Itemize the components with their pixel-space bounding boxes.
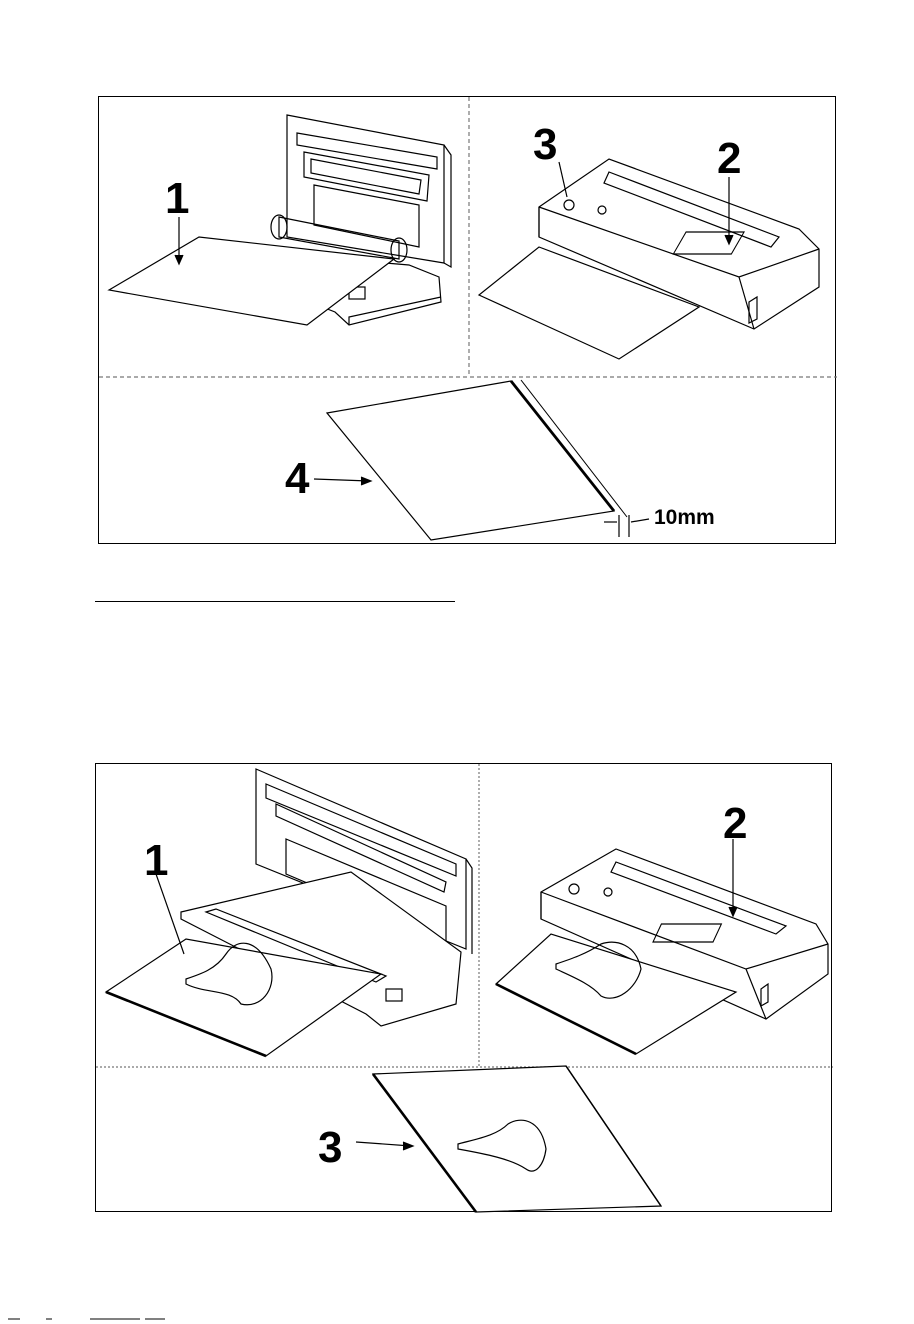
bag-with-seal-drawing: [327, 380, 629, 540]
callout-number-2: 2: [717, 137, 741, 181]
callout-3-arrow-fig2: [356, 1142, 411, 1146]
callout-number-2: 2: [723, 802, 747, 846]
sealer-closed-drawing: [479, 159, 819, 359]
sealer-closed-with-bag-drawing: [496, 849, 828, 1054]
dimension-arrow-right: [631, 519, 649, 522]
callout-number-4: 4: [285, 457, 309, 501]
footer-scan-marks: [0, 1318, 180, 1324]
callout-4-arrow: [314, 479, 369, 481]
figure-1-bag-from-roll: 1 2 3 4 10mm: [98, 96, 836, 544]
dimension-label: 10mm: [654, 507, 715, 528]
callout-1-line-fig2: [156, 874, 184, 954]
callout-number-1: 1: [144, 839, 168, 883]
callout-number-3: 3: [533, 123, 557, 167]
callout-number-3: 3: [318, 1126, 342, 1170]
section-underline: [95, 601, 455, 602]
sealer-open-with-bag-drawing: [106, 769, 472, 1056]
callout-number-1: 1: [165, 177, 189, 221]
sealer-open-drawing: [109, 115, 451, 325]
sealed-bag-drawing: [373, 1066, 661, 1212]
figure-2-sealing-bag: 1 2 3: [95, 763, 832, 1212]
